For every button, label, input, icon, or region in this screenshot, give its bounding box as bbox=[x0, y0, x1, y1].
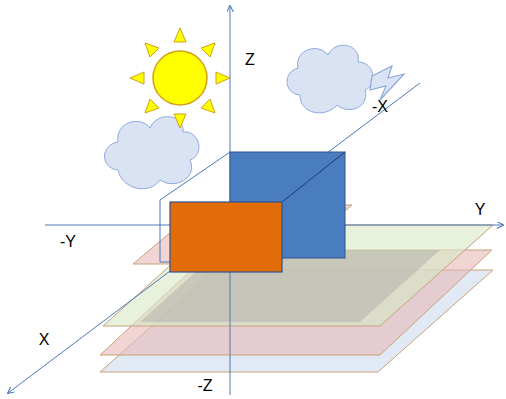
axis-label: -X bbox=[372, 99, 388, 115]
orange-box bbox=[170, 202, 282, 272]
box-edge bbox=[282, 152, 345, 202]
cloud bbox=[287, 45, 373, 113]
axis-label: Z bbox=[245, 52, 255, 68]
lightning-bolt bbox=[370, 66, 404, 100]
sun bbox=[130, 28, 230, 128]
axis-label: X bbox=[39, 332, 50, 348]
cloud bbox=[105, 117, 199, 189]
axis-label: Y bbox=[475, 202, 486, 218]
axis-label: -Y bbox=[60, 234, 76, 250]
axis-label: -Z bbox=[197, 378, 212, 394]
x-axis bbox=[8, 83, 420, 393]
